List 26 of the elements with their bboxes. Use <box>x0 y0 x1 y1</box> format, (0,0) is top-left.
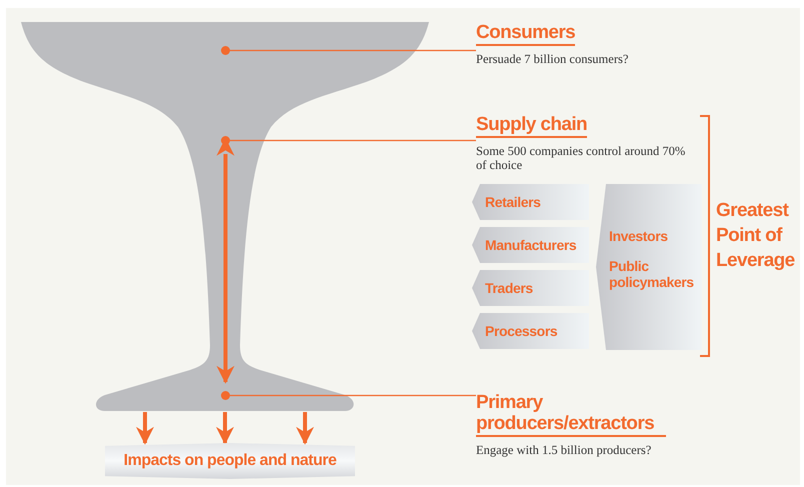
description: Engage with 1.5 billion producers? <box>476 443 652 457</box>
chevron-box <box>472 270 589 306</box>
box-label: Public policymakers <box>609 258 695 290</box>
arrow <box>136 412 154 445</box>
heading: Supply chain <box>476 114 588 138</box>
banner-box <box>105 443 355 479</box>
bracket-label: Greatest Point of Leverage <box>716 199 796 273</box>
chevron-box <box>472 184 589 220</box>
box-label: Manufacturers <box>485 237 576 253</box>
heading: Consumers <box>476 22 576 46</box>
leader-line <box>230 140 476 142</box>
chevron-box <box>472 313 589 349</box>
box-label: Traders <box>485 280 533 296</box>
leader-line <box>230 50 476 52</box>
box-label: Retailers <box>485 194 541 210</box>
leader-line <box>230 394 476 396</box>
arrow <box>216 412 234 445</box>
chevron-box <box>472 227 589 263</box>
panel-box <box>596 184 702 350</box>
description: Some 500 companies control around 70% of choice <box>476 144 686 172</box>
banner-label: Impacts on people and nature <box>124 452 336 470</box>
arrow <box>296 412 314 445</box>
box-label: Processors <box>485 323 558 339</box>
description: Persuade 7 billion consumers? <box>476 52 630 66</box>
box-label: Investors <box>609 228 669 244</box>
heading: Primary producers/extractors <box>476 392 666 437</box>
